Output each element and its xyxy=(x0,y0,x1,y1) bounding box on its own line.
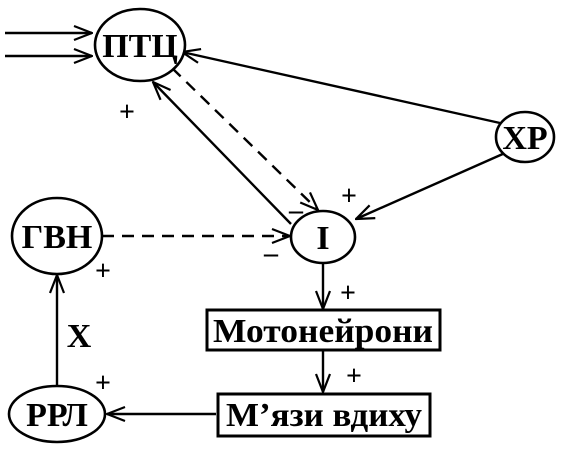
arrow-ptc-to-i xyxy=(171,67,318,210)
plus-sign-i-motoneurons: + xyxy=(340,278,356,309)
arrow-i-to-ptc xyxy=(153,82,292,225)
minus-sign-gvn-i: – xyxy=(263,238,279,269)
x-label: X xyxy=(67,318,92,355)
box-muscles-label: М’язи вдиху xyxy=(226,397,422,434)
box-motoneurons-label: Мотонейрони xyxy=(213,313,433,350)
plus-sign-rrl: + xyxy=(95,368,111,399)
node-gvn-label: ГВН xyxy=(22,219,93,256)
minus-sign-ptc-i: – xyxy=(288,195,304,226)
node-i-label: I xyxy=(316,220,329,257)
plus-sign-motoneurons-muscles: + xyxy=(346,361,362,392)
plus-sign-gvn: + xyxy=(95,256,111,287)
node-khr-label: ХР xyxy=(502,120,547,157)
node-rrl: РРЛ xyxy=(7,384,107,444)
node-i: I xyxy=(289,209,357,265)
node-ptc-label: ПТЦ xyxy=(102,28,178,65)
arrow-khr-to-i xyxy=(356,151,506,219)
box-motoneurons: Мотонейрони xyxy=(205,308,442,352)
arrow-khr-to-ptc xyxy=(182,52,501,125)
plus-sign-i-ptc: + xyxy=(119,97,135,128)
node-khr: ХР xyxy=(494,110,556,164)
node-gvn: ГВН xyxy=(10,196,104,276)
box-muscles: М’язи вдиху xyxy=(216,392,432,438)
plus-sign-khr-i: + xyxy=(341,181,357,212)
node-ptc: ПТЦ xyxy=(93,7,187,83)
node-rrl-label: РРЛ xyxy=(26,397,88,434)
